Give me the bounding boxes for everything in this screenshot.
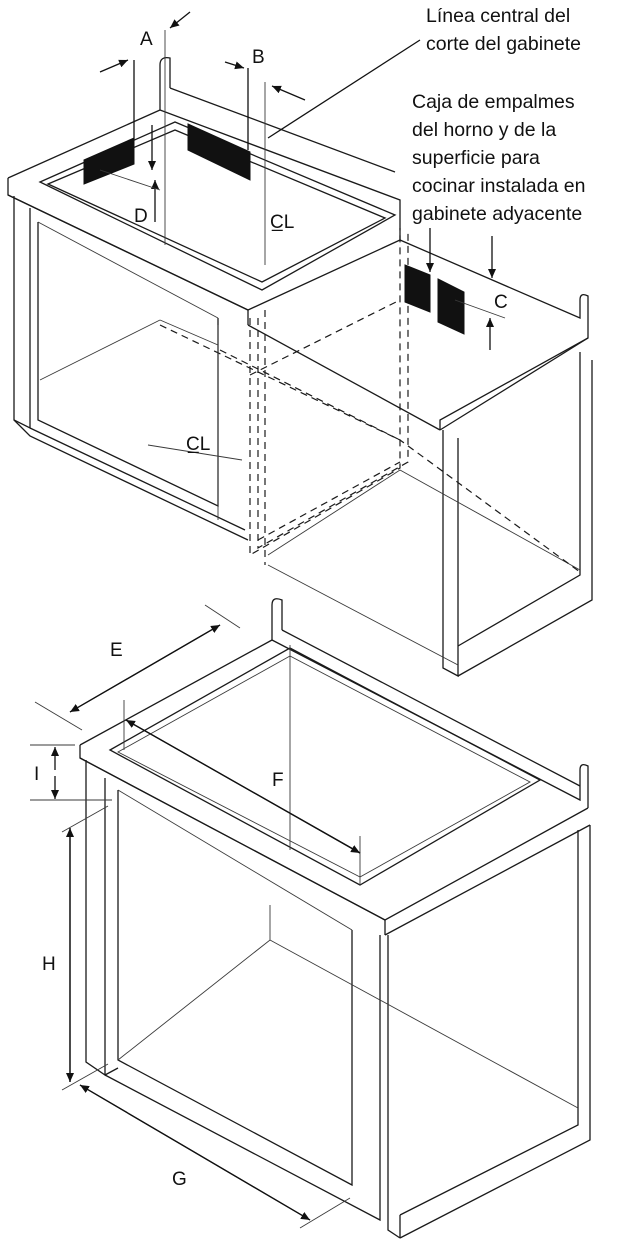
bottom-illustration-cabinet-dimensions: [79, 598, 591, 1239]
label-a: A: [140, 29, 153, 50]
dimension-f: F: [125, 719, 361, 854]
dimension-d: D: [99, 125, 161, 227]
note-junction-line-4: cocinar instalada en: [412, 175, 585, 197]
centerline-label-cabinet: C̲L: [186, 434, 210, 455]
note-cutout-centerline: Línea central del corte del gabinete: [426, 5, 581, 55]
note-cutout-line-1: Línea central del: [426, 5, 570, 27]
dimension-c: C: [454, 236, 508, 350]
label-h: H: [42, 954, 56, 975]
dimension-e: E: [34, 604, 241, 731]
label-d: D: [134, 206, 148, 227]
junction-box-right: [187, 123, 251, 181]
top-illustration-cabinet-cutout: [7, 30, 593, 678]
label-e: E: [110, 640, 123, 661]
note-junction-line-5: gabinete adyacente: [412, 203, 582, 225]
dimension-i: I: [30, 744, 112, 801]
dimension-g: G: [79, 1084, 351, 1229]
dimension-h: H: [42, 805, 109, 1091]
dimension-a: A: [99, 11, 191, 140]
centerline-label-top: C̲L: [270, 212, 294, 233]
label-f: F: [272, 770, 284, 791]
note-junction-line-3: superficie para: [412, 147, 540, 169]
leader-cutout-centerline: [267, 39, 421, 139]
note-junction-line-2: del horno y de la: [412, 119, 556, 141]
junction-box-left: [83, 137, 135, 185]
note-junction-line-1: Caja de empalmes: [412, 91, 575, 113]
label-g: G: [172, 1169, 187, 1190]
label-c: C: [494, 292, 508, 313]
label-b: B: [252, 47, 265, 68]
note-cutout-line-2: corte del gabinete: [426, 33, 581, 55]
note-junction-box: Caja de empalmes del horno y de la super…: [412, 91, 591, 225]
dimension-b: B: [224, 47, 306, 150]
label-i: I: [34, 764, 39, 785]
junction-box-adjacent: [404, 264, 465, 335]
